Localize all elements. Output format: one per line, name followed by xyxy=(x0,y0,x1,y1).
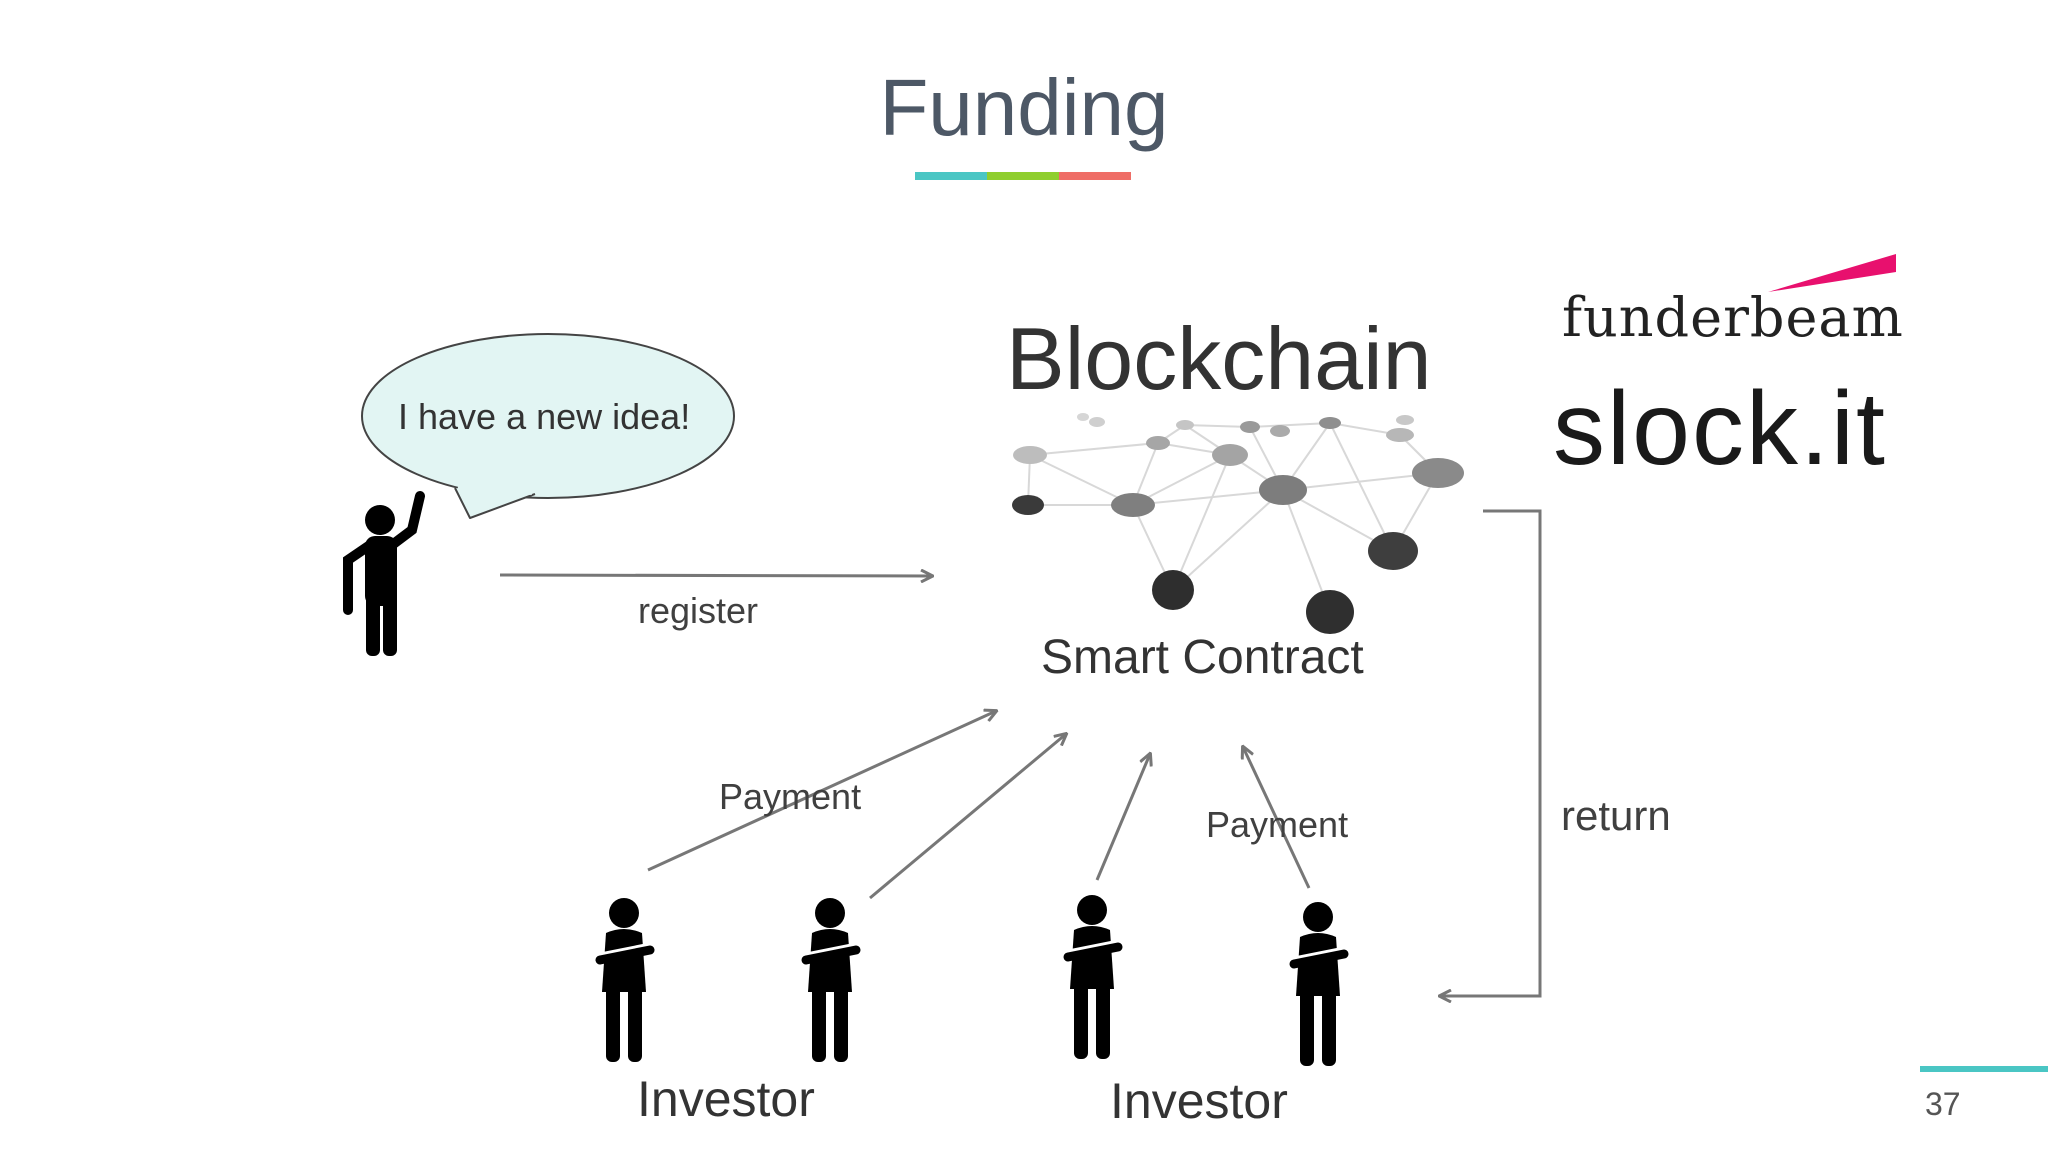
payment-label-left: Payment xyxy=(719,776,862,817)
investor-figure-icon-2 xyxy=(801,898,861,1062)
slockit-logo: slock.it xyxy=(1553,371,1887,487)
page-corner-accent xyxy=(1920,1066,2048,1072)
payment-arrow-3 xyxy=(1095,754,1150,881)
title-accent-bar-teal xyxy=(915,172,987,180)
investor-label-right: Investor xyxy=(1110,1073,1288,1129)
blockchain-network-graphic xyxy=(1012,413,1464,634)
speech-bubble xyxy=(361,333,735,519)
payment-arrow-2 xyxy=(869,734,1066,900)
investor-figure-icon-1 xyxy=(595,898,655,1062)
slide-title: Funding xyxy=(879,63,1169,152)
title-accent-bar-green xyxy=(987,172,1059,180)
payment-arrow-4 xyxy=(1243,747,1311,889)
funderbeam-logo: funderbeam xyxy=(1562,286,1904,349)
register-arrow xyxy=(499,575,932,576)
investor-figure-icon-3 xyxy=(1063,895,1123,1059)
blockchain-label: Blockchain xyxy=(1006,309,1432,408)
presenter-figure-icon xyxy=(343,491,425,656)
speech-bubble-text: I have a new idea! xyxy=(398,396,691,437)
return-label: return xyxy=(1561,792,1671,839)
payment-arrows xyxy=(647,711,1311,900)
register-label: register xyxy=(638,590,759,631)
return-arrow xyxy=(1440,509,1542,996)
payment-arrow-1 xyxy=(647,711,996,872)
funderbeam-accent-icon xyxy=(1768,254,1896,292)
investor-label-left: Investor xyxy=(637,1071,815,1127)
title-accent-bar-red xyxy=(1059,172,1131,180)
payment-label-right: Payment xyxy=(1206,804,1349,845)
investor-figure-icon-4 xyxy=(1289,902,1349,1066)
page-number: 37 xyxy=(1925,1086,1961,1122)
smart-contract-label: Smart Contract xyxy=(1041,631,1364,684)
